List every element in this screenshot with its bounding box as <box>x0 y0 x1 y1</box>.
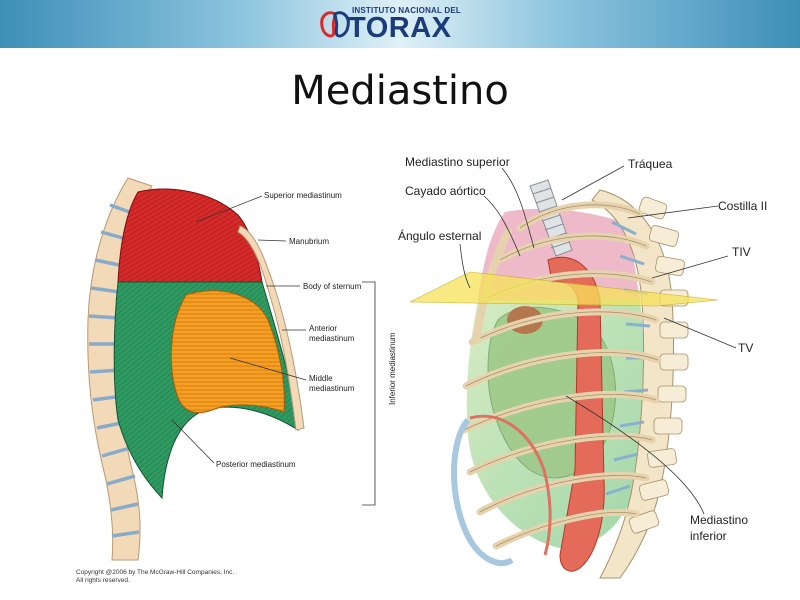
label-mediastino-superior: Mediastino superior <box>405 155 510 169</box>
middle-mediastinum-region <box>170 290 285 414</box>
costal-cartilage <box>451 417 514 567</box>
label-mediastino-inferior-2: inferior <box>690 529 727 543</box>
label-traquea: Tráquea <box>628 157 673 171</box>
slide-title: Mediastino <box>291 68 509 114</box>
label-tiv: TIV <box>732 245 751 259</box>
superior-mediastinum-region <box>117 188 263 283</box>
label-body-of-sternum: Body of sternum <box>303 282 362 291</box>
label-angulo-esternal: Ángulo esternal <box>398 228 481 243</box>
label-anterior-mediastinum-2: mediastinum <box>309 334 355 343</box>
logo-torax-text: TORAX <box>348 12 452 44</box>
label-mediastino-inferior-1: Mediastino <box>690 513 748 527</box>
transverse-thoracic-plane <box>409 271 719 307</box>
lower-rib-outline <box>469 414 552 556</box>
logo-institute-text: INSTITUTO NACIONAL DEL <box>352 6 461 15</box>
label-costilla-ii: Costilla II <box>718 199 767 213</box>
label-cayado-aortico: Cayado aórtico <box>405 184 486 198</box>
copyright-notice: Copyright @2006 by The McGraw-Hill Compa… <box>76 569 234 585</box>
label-tv: TV <box>738 341 753 355</box>
left-sagittal-figure: Superior mediastinum Manubrium Body of s… <box>87 177 397 561</box>
label-anterior-mediastinum-1: Anterior <box>309 324 337 333</box>
label-inferior-mediastinum: Inferior mediastinum <box>388 332 397 405</box>
copyright-line-2: All rights reserved. <box>76 577 130 584</box>
label-middle-mediastinum-1: Middle <box>309 374 333 383</box>
right-lateral-figure: Mediastino superior Tráquea Cayado aórti… <box>398 155 767 579</box>
label-middle-mediastinum-2: mediastinum <box>309 384 355 393</box>
label-manubrium: Manubrium <box>289 237 329 246</box>
lungs-logo-icon <box>320 11 350 38</box>
institute-logo: INSTITUTO NACIONAL DEL TORAX <box>318 4 468 46</box>
label-superior-mediastinum: Superior mediastinum <box>264 191 342 200</box>
sternum-bone <box>237 225 305 431</box>
label-posterior-mediastinum: Posterior mediastinum <box>216 460 296 469</box>
header-bar: INSTITUTO NACIONAL DEL TORAX <box>0 0 800 48</box>
copyright-line-1: Copyright @2006 by The McGraw-Hill Compa… <box>76 569 235 576</box>
